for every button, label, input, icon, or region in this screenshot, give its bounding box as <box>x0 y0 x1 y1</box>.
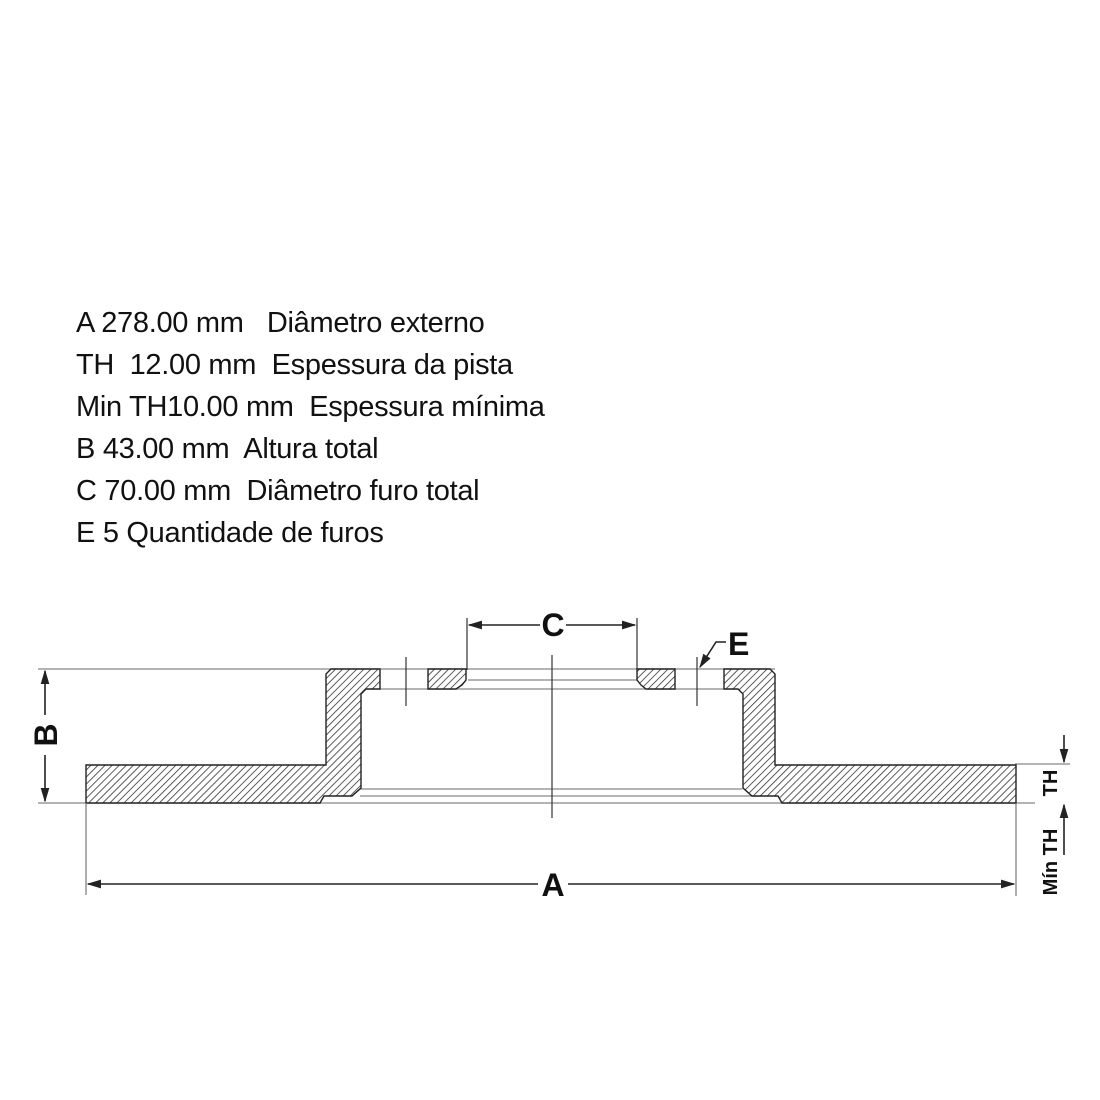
dimension-b-label: B <box>28 723 64 746</box>
spec-value: 12.00 mm <box>129 349 257 381</box>
specifications-list: A 278.00 mm Diâmetro externo TH 12.00 mm… <box>76 302 545 554</box>
spec-value: 278.00 mm <box>101 307 244 339</box>
spec-row-min-th: Min TH10.00 mm Espessura mínima <box>76 386 545 428</box>
spec-row-c: C 70.00 mm Diâmetro furo total <box>76 470 545 512</box>
spec-value: 70.00 mm <box>104 475 231 507</box>
dimension-th-label: TH <box>1040 770 1062 797</box>
spec-value: 10.00 mm <box>167 391 294 423</box>
spec-row-a: A 278.00 mm Diâmetro externo <box>76 302 545 344</box>
spec-description: Quantidade de furos <box>126 517 384 549</box>
dimension-min-th-label: Mín TH <box>1040 829 1062 896</box>
spec-description: Diâmetro furo total <box>246 475 480 507</box>
spec-code: C <box>76 475 97 507</box>
spec-row-e: E 5 Quantidade de furos <box>76 512 545 554</box>
spec-description: Espessura da pista <box>271 349 514 381</box>
dimension-c-label: C <box>541 607 564 643</box>
spec-value: 43.00 mm <box>102 433 230 465</box>
spec-row-th: TH 12.00 mm Espessura da pista <box>76 344 545 386</box>
dimension-c: C <box>466 607 638 670</box>
spec-description: Altura total <box>243 433 379 465</box>
spec-code: Min TH <box>76 391 168 423</box>
dimension-a: A <box>85 803 1017 903</box>
left-disc-section <box>85 668 467 804</box>
spec-code: TH <box>76 349 115 381</box>
spec-description: Diâmetro externo <box>266 307 485 339</box>
spec-code: B <box>76 433 96 465</box>
spec-row-b: B 43.00 mm Altura total <box>76 428 545 470</box>
dimension-th: TH Mín TH <box>1040 735 1069 896</box>
dimension-e-label: E <box>728 626 749 662</box>
dimension-b: B <box>28 669 64 803</box>
spec-code: A <box>76 307 94 339</box>
spec-value: 5 <box>102 517 119 549</box>
spec-description: Espessura mínima <box>309 391 545 423</box>
spec-code: E <box>76 517 96 549</box>
dimension-e: E <box>699 626 749 669</box>
dimension-a-label: A <box>541 867 564 903</box>
right-disc-section <box>636 668 1017 804</box>
